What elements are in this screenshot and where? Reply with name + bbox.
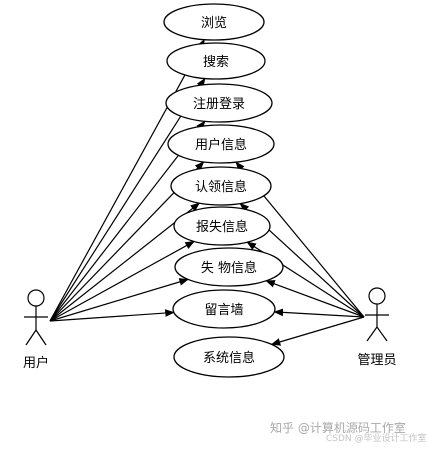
watermark-line2: CSDN @毕业设计工作室 bbox=[326, 432, 427, 444]
use-case-browse[interactable]: 浏览 bbox=[163, 3, 265, 41]
actor-admin-label: 管理员 bbox=[357, 353, 396, 368]
use-case-label: 搜索 bbox=[203, 55, 229, 70]
association-admin-lost-item-info bbox=[265, 280, 365, 318]
watermark: 知乎 @计算机源码工作室 CSDN @毕业设计工作室 bbox=[270, 420, 427, 444]
use-case-report-loss-info[interactable]: 报失信息 bbox=[173, 206, 271, 246]
association-admin-message-wall bbox=[273, 308, 365, 318]
association-user-message-wall bbox=[49, 309, 175, 322]
use-case-label: 注册登录 bbox=[193, 97, 245, 112]
use-case-search[interactable]: 搜索 bbox=[166, 42, 266, 80]
association-admin-system-info bbox=[270, 316, 365, 346]
use-case-label: 浏览 bbox=[201, 15, 227, 31]
use-case-message-wall[interactable]: 留言墙 bbox=[172, 289, 276, 329]
association-user-report-loss-info bbox=[49, 240, 195, 322]
use-case-label: 认领信息 bbox=[195, 179, 247, 195]
use-case-label: 系统信息 bbox=[203, 350, 255, 366]
actor-user-label: 用户 bbox=[23, 355, 49, 371]
use-case-lost-item-info[interactable]: 失 物信息 bbox=[174, 247, 284, 287]
use-case-label: 留言墙 bbox=[204, 303, 243, 318]
use-case-label: 失 物信息 bbox=[201, 260, 257, 276]
use-case-system-info[interactable]: 系统信息 bbox=[173, 336, 285, 378]
use-case-user-info[interactable]: 用户信息 bbox=[167, 124, 275, 164]
use-case-label: 用户信息 bbox=[195, 137, 247, 153]
actor-user[interactable]: 用户 bbox=[23, 289, 49, 371]
association-user-lost-item-info bbox=[49, 278, 189, 322]
watermark-line1: 知乎 @计算机源码工作室 bbox=[270, 420, 406, 435]
use-case-claim-info[interactable]: 认领信息 bbox=[170, 166, 272, 206]
use-case-label: 报失信息 bbox=[196, 219, 248, 235]
use-case-register-login[interactable]: 注册登录 bbox=[165, 83, 273, 123]
actor-head bbox=[368, 287, 386, 305]
actor-admin[interactable]: 管理员 bbox=[357, 287, 397, 368]
use-case-group: 浏览 搜索 注册登录 用户信息 认领信息 报失信息 失 物信息 留言墙 bbox=[163, 3, 285, 378]
association-user-browse bbox=[49, 38, 205, 322]
actor-head bbox=[27, 289, 45, 307]
association-lines bbox=[49, 38, 365, 346]
association-user-search bbox=[49, 77, 206, 322]
